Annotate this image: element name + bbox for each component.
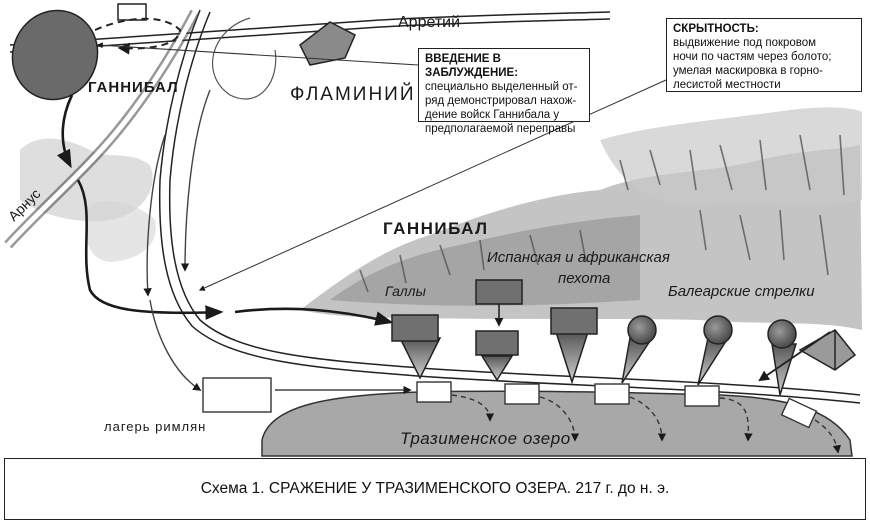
label-roman-camp: лагерь римлян xyxy=(104,419,206,434)
label-flaminius: ФЛАМИНИЙ xyxy=(290,83,415,105)
callout-deception-line: специально выделенный от- xyxy=(425,81,578,93)
label-gauls: Галлы xyxy=(385,283,427,299)
label-lake: Тразименское озеро xyxy=(400,429,571,448)
label-arretium: Арретий xyxy=(398,14,460,31)
callout-deception-title: ВВЕДЕНИЕ В ЗАБЛУЖДЕНИЕ: xyxy=(425,53,519,79)
label-hannibal-top: ГАННИБАЛ xyxy=(88,79,179,96)
flaminius-route-outline xyxy=(212,17,277,100)
hannibal-march-arrows xyxy=(56,94,394,326)
label-infantry-2: пехота xyxy=(558,270,610,287)
label-infantry-1: Испанская и африканская xyxy=(487,249,670,266)
figure-caption: Схема 1. СРАЖЕНИЕ У ТРАЗИМЕНСКОГО ОЗЕРА.… xyxy=(4,458,866,520)
detachment-box-top xyxy=(117,3,147,21)
trasimene-lake xyxy=(261,390,853,457)
callout-stealth-line: ночи по частям через болото; xyxy=(673,51,832,63)
label-balearic: Балеарские стрелки xyxy=(668,283,815,300)
mountains xyxy=(20,107,862,330)
callout-stealth-line: выдвижение под покровом xyxy=(673,37,817,49)
callout-stealth-title: СКРЫТНОСТЬ: xyxy=(673,23,759,35)
roman-retreat-arrows xyxy=(451,394,842,454)
hannibal-army-start xyxy=(11,9,99,101)
callout-stealth: СКРЫТНОСТЬ: выдвижение под покровом ночи… xyxy=(666,18,862,92)
deception-pointer xyxy=(96,42,419,66)
callout-deception: ВВЕДЕНИЕ В ЗАБЛУЖДЕНИЕ: специально выдел… xyxy=(418,48,590,135)
balearic-units xyxy=(621,315,857,396)
callout-deception-line: предполагаемой переправы xyxy=(425,123,576,135)
callout-stealth-line: лесистой местности xyxy=(673,79,781,91)
callout-stealth-line: умелая маскировка в горно- xyxy=(673,65,823,77)
roman-units xyxy=(202,377,818,429)
flaminius-army-start xyxy=(299,21,356,66)
callout-deception-line: ряд демонстрировал нахож- xyxy=(425,95,577,107)
gallic-units xyxy=(391,314,519,382)
roman-march-arrows xyxy=(143,89,412,395)
callout-deception-line: дение войск Ганнибала у xyxy=(425,109,560,121)
caption-text: Схема 1. СРАЖЕНИЕ У ТРАЗИМЕНСКОГО ОЗЕРА.… xyxy=(200,480,670,497)
infantry-units xyxy=(475,279,598,385)
label-hannibal-main: ГАННИБАЛ xyxy=(383,219,489,238)
detachment-route xyxy=(94,17,182,55)
